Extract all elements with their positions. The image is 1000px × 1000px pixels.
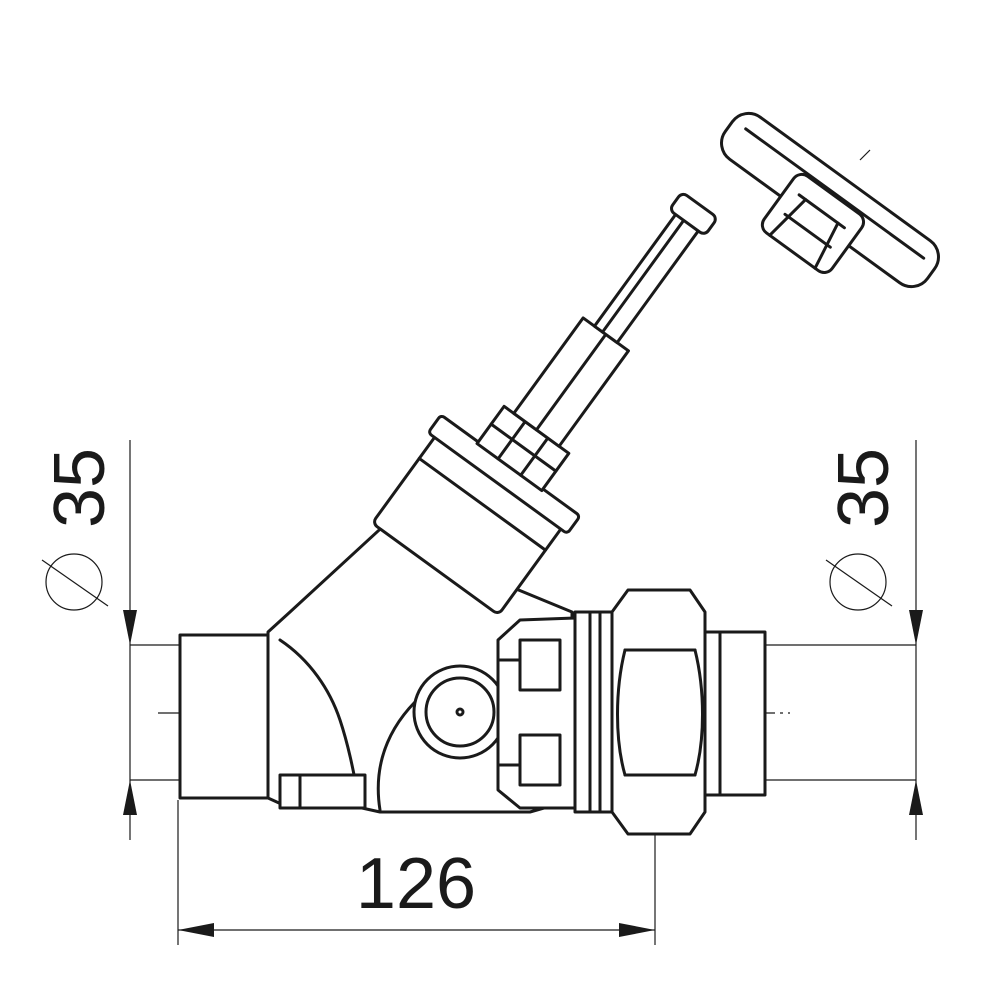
- spindle-axis: [859, 149, 871, 161]
- drain-boss: [278, 773, 367, 810]
- right-pipe-tail: [703, 630, 767, 797]
- handwheel-icon[interactable]: [691, 105, 946, 325]
- length-dimension: 126: [177, 800, 656, 945]
- valve-body: [158, 518, 790, 836]
- left-pipe-socket: [178, 633, 270, 800]
- right-diameter-label: 35: [824, 448, 904, 528]
- length-label: 126: [356, 844, 476, 924]
- diameter-symbol-icon: [825, 553, 893, 611]
- right-diameter-dimension: 35: [765, 440, 923, 840]
- diameter-symbol-icon: [41, 553, 109, 611]
- union-collar: [573, 610, 614, 814]
- test-port: [412, 664, 508, 760]
- hex-stub: [496, 616, 577, 810]
- bonnet-assembly: [373, 192, 717, 614]
- union-nut: [610, 588, 707, 836]
- left-diameter-label: 35: [40, 448, 120, 528]
- left-diameter-dimension: 35: [40, 440, 180, 840]
